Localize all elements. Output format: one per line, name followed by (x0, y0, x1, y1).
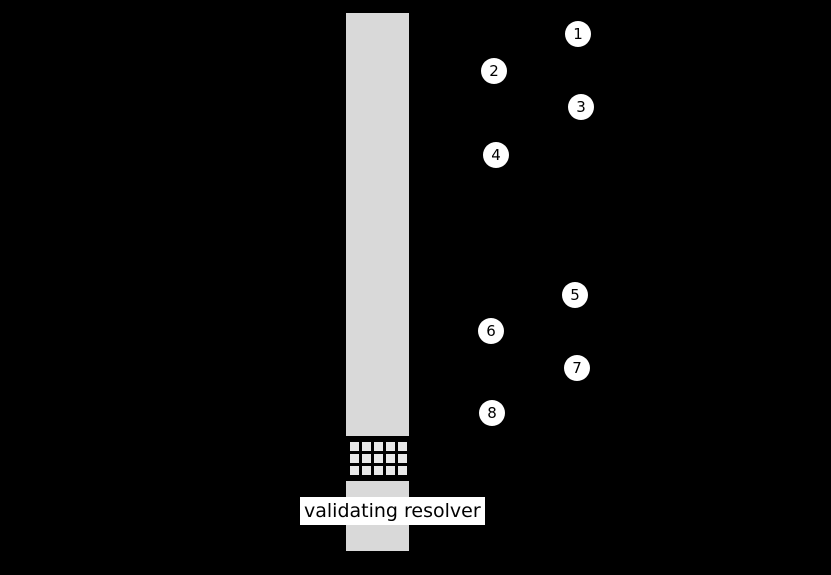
step-circle-2: 2 (481, 58, 507, 84)
step-circle-5: 5 (562, 282, 588, 308)
step-circle-8: 8 (479, 400, 505, 426)
step-circle-1: 1 (565, 21, 591, 47)
validating-resolver-label: validating resolver (300, 497, 485, 525)
resolver-bar-top (345, 12, 410, 437)
step-circle-4: 4 (483, 142, 509, 168)
step-circle-6: 6 (478, 318, 504, 344)
grid-pattern (345, 437, 410, 480)
step-circle-7: 7 (564, 355, 590, 381)
step-circle-3: 3 (568, 94, 594, 120)
